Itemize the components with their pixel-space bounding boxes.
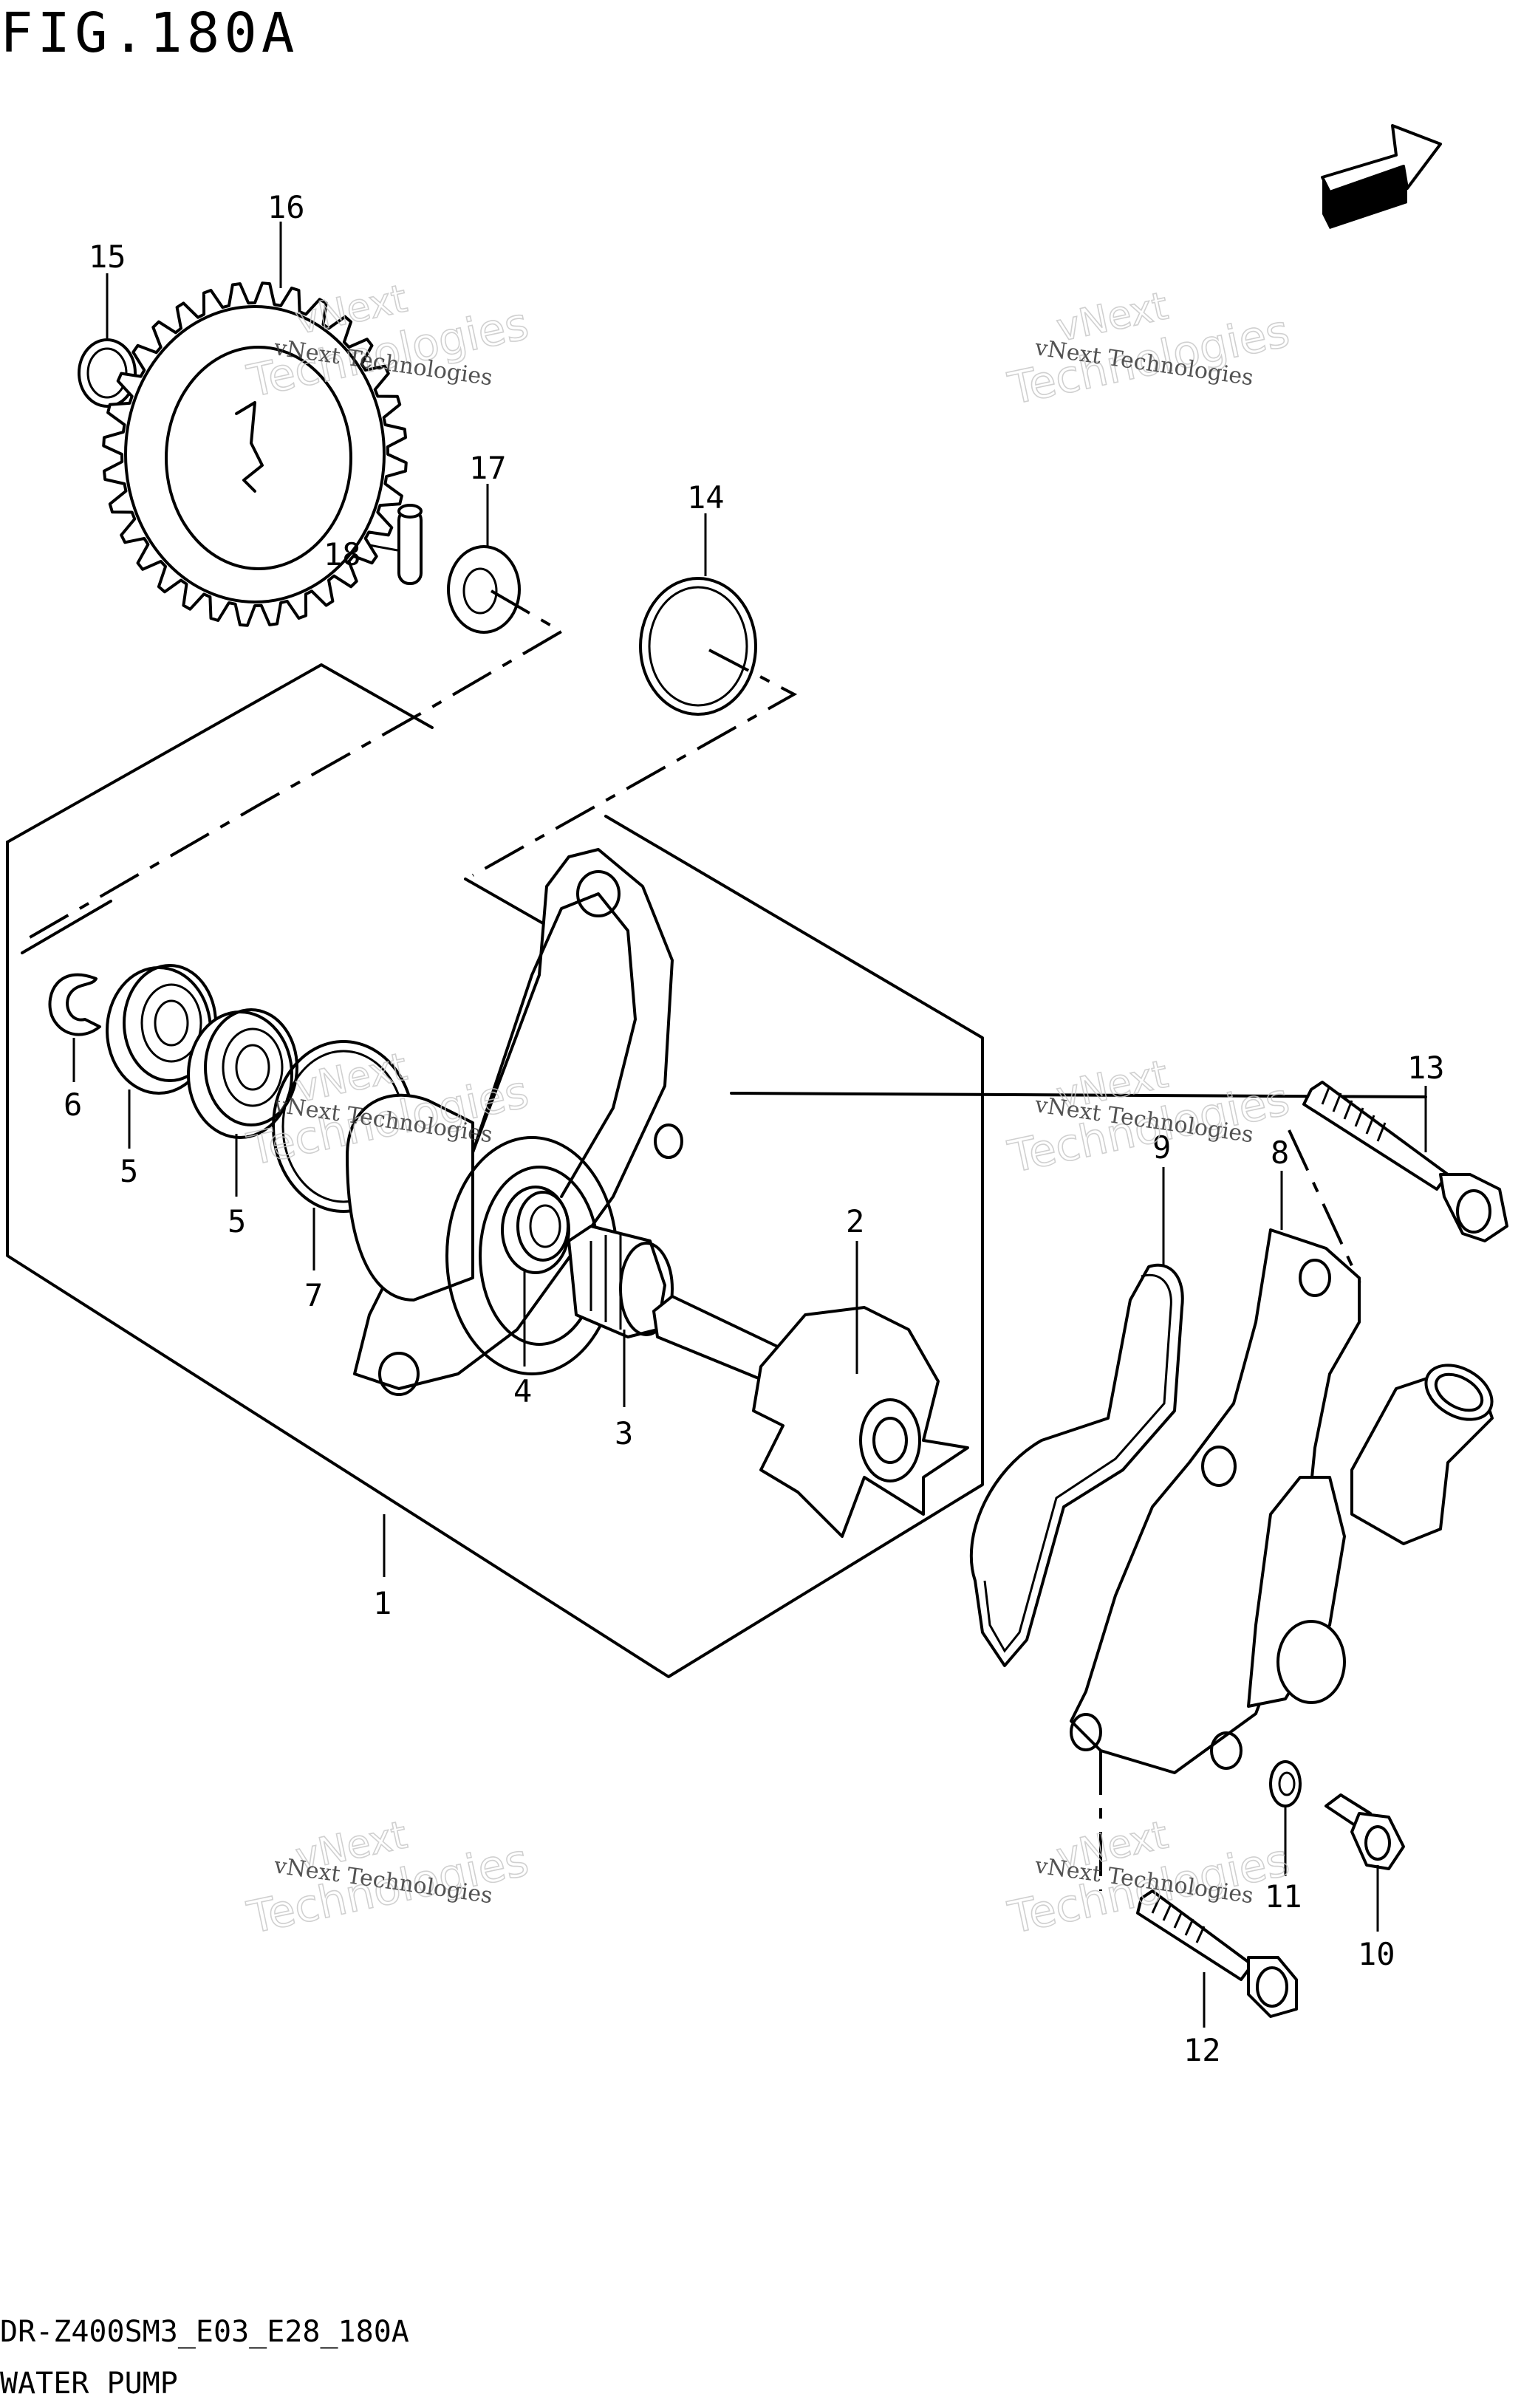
callout-12: 12 bbox=[1183, 2032, 1221, 2068]
figure-title: FIG.180A bbox=[0, 1, 298, 65]
callout-3: 3 bbox=[615, 1415, 633, 1451]
part-5-bearing-b bbox=[187, 1008, 298, 1139]
part-12-bolt bbox=[1136, 1889, 1298, 2018]
callout-6: 6 bbox=[64, 1087, 82, 1123]
callout-7: 7 bbox=[304, 1277, 323, 1313]
part-13-bolt bbox=[1302, 1081, 1508, 1242]
callout-9: 9 bbox=[1152, 1129, 1171, 1166]
fwd-arrow-icon: FWD bbox=[1321, 124, 1442, 229]
part-8-pump-cover bbox=[1070, 1228, 1494, 1774]
part-16-gear bbox=[102, 281, 408, 627]
part-10-bolt bbox=[1325, 1793, 1405, 1870]
section-name: WATER PUMP bbox=[0, 2367, 178, 2401]
part-4-seal bbox=[501, 1186, 570, 1274]
assembly-box bbox=[6, 663, 984, 1678]
callout-numbers: 16 15 17 14 18 6 5 5 7 4 3 2 1 9 8 13 11… bbox=[64, 189, 1445, 2068]
callout-16: 16 bbox=[267, 189, 305, 225]
callout-13: 13 bbox=[1407, 1050, 1445, 1086]
callout-4: 4 bbox=[513, 1373, 532, 1409]
model-code: DR-Z400SM3_E03_E28_180A bbox=[0, 2315, 409, 2349]
pump-body bbox=[346, 848, 683, 1396]
part-9-gasket bbox=[969, 1263, 1184, 1667]
part-18-pin bbox=[397, 504, 423, 585]
part-3-mechanical-seal bbox=[567, 1225, 674, 1338]
callout-5a: 5 bbox=[120, 1153, 138, 1189]
callout-1: 1 bbox=[373, 1585, 392, 1621]
callout-8: 8 bbox=[1271, 1135, 1289, 1171]
callout-2: 2 bbox=[846, 1203, 864, 1239]
callout-11: 11 bbox=[1265, 1878, 1302, 1915]
callout-leaders bbox=[72, 222, 1427, 2028]
part-2-impeller bbox=[652, 1295, 969, 1538]
callout-15: 15 bbox=[89, 239, 126, 275]
callout-5b: 5 bbox=[228, 1203, 246, 1239]
part-17-washer bbox=[447, 545, 521, 634]
part-11-washer bbox=[1269, 1760, 1302, 1807]
part-14-o-ring bbox=[639, 577, 757, 716]
callout-17: 17 bbox=[469, 450, 507, 486]
part-6-e-clip bbox=[48, 973, 101, 1036]
callout-14: 14 bbox=[687, 479, 725, 516]
callout-10: 10 bbox=[1358, 1936, 1395, 1972]
callout-18: 18 bbox=[324, 536, 361, 572]
